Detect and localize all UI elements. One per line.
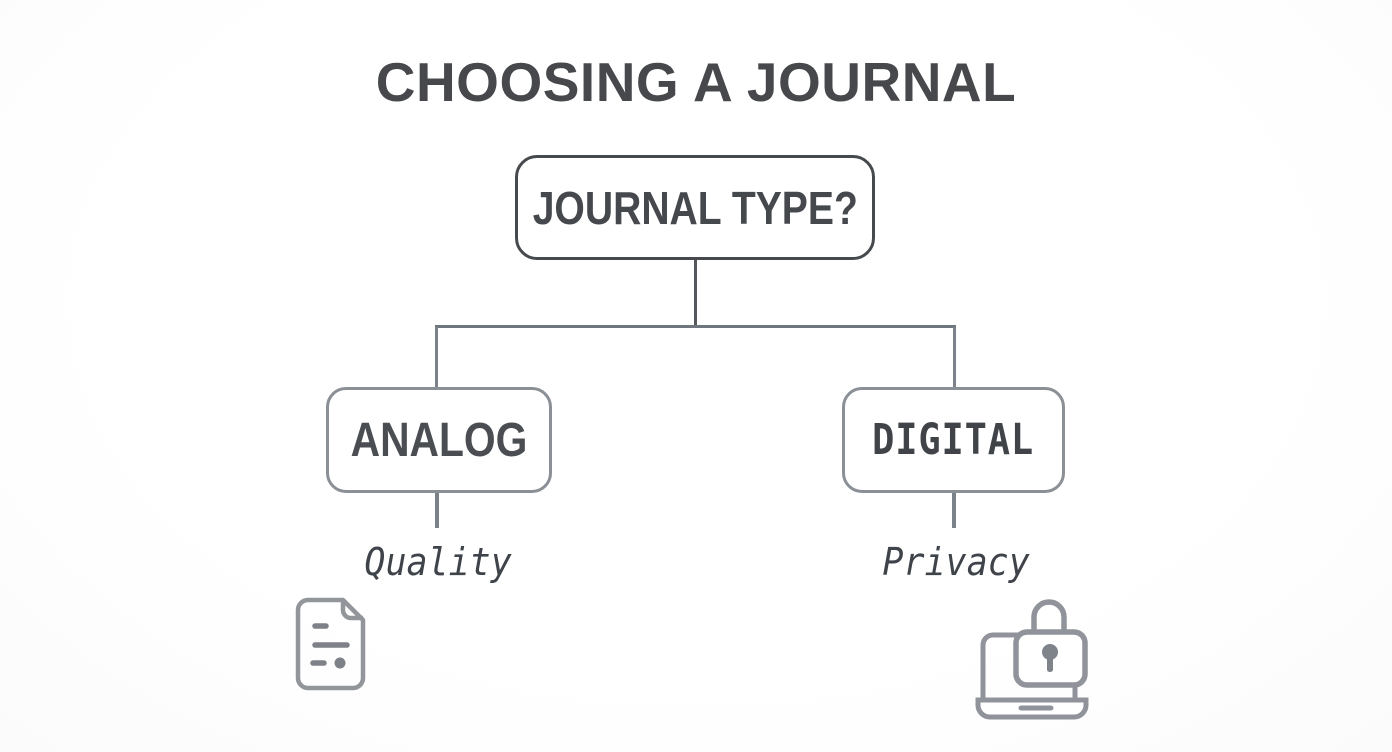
digital-tagline: Privacy (882, 540, 1030, 584)
connector-left-vertical (435, 327, 438, 387)
connector-right-vertical (953, 327, 956, 387)
connector-horizontal (435, 325, 956, 328)
page-title: CHOOSING A JOURNAL (375, 51, 1017, 113)
analog-tagline: Quality (364, 540, 512, 584)
laptop-lock-icon (975, 599, 1089, 720)
node-digital: DIGITAL (842, 387, 1065, 493)
node-analog-label: ANALOG (350, 413, 528, 467)
connector-root-vertical (694, 260, 697, 327)
connector-right-stub (952, 492, 956, 528)
node-analog: ANALOG (326, 387, 552, 493)
node-journal-type-label: JOURNAL TYPE? (532, 181, 858, 234)
document-icon (295, 597, 366, 691)
node-digital-label: DIGITAL (872, 415, 1035, 465)
node-journal-type: JOURNAL TYPE? (515, 155, 875, 260)
connector-left-stub (435, 492, 439, 528)
